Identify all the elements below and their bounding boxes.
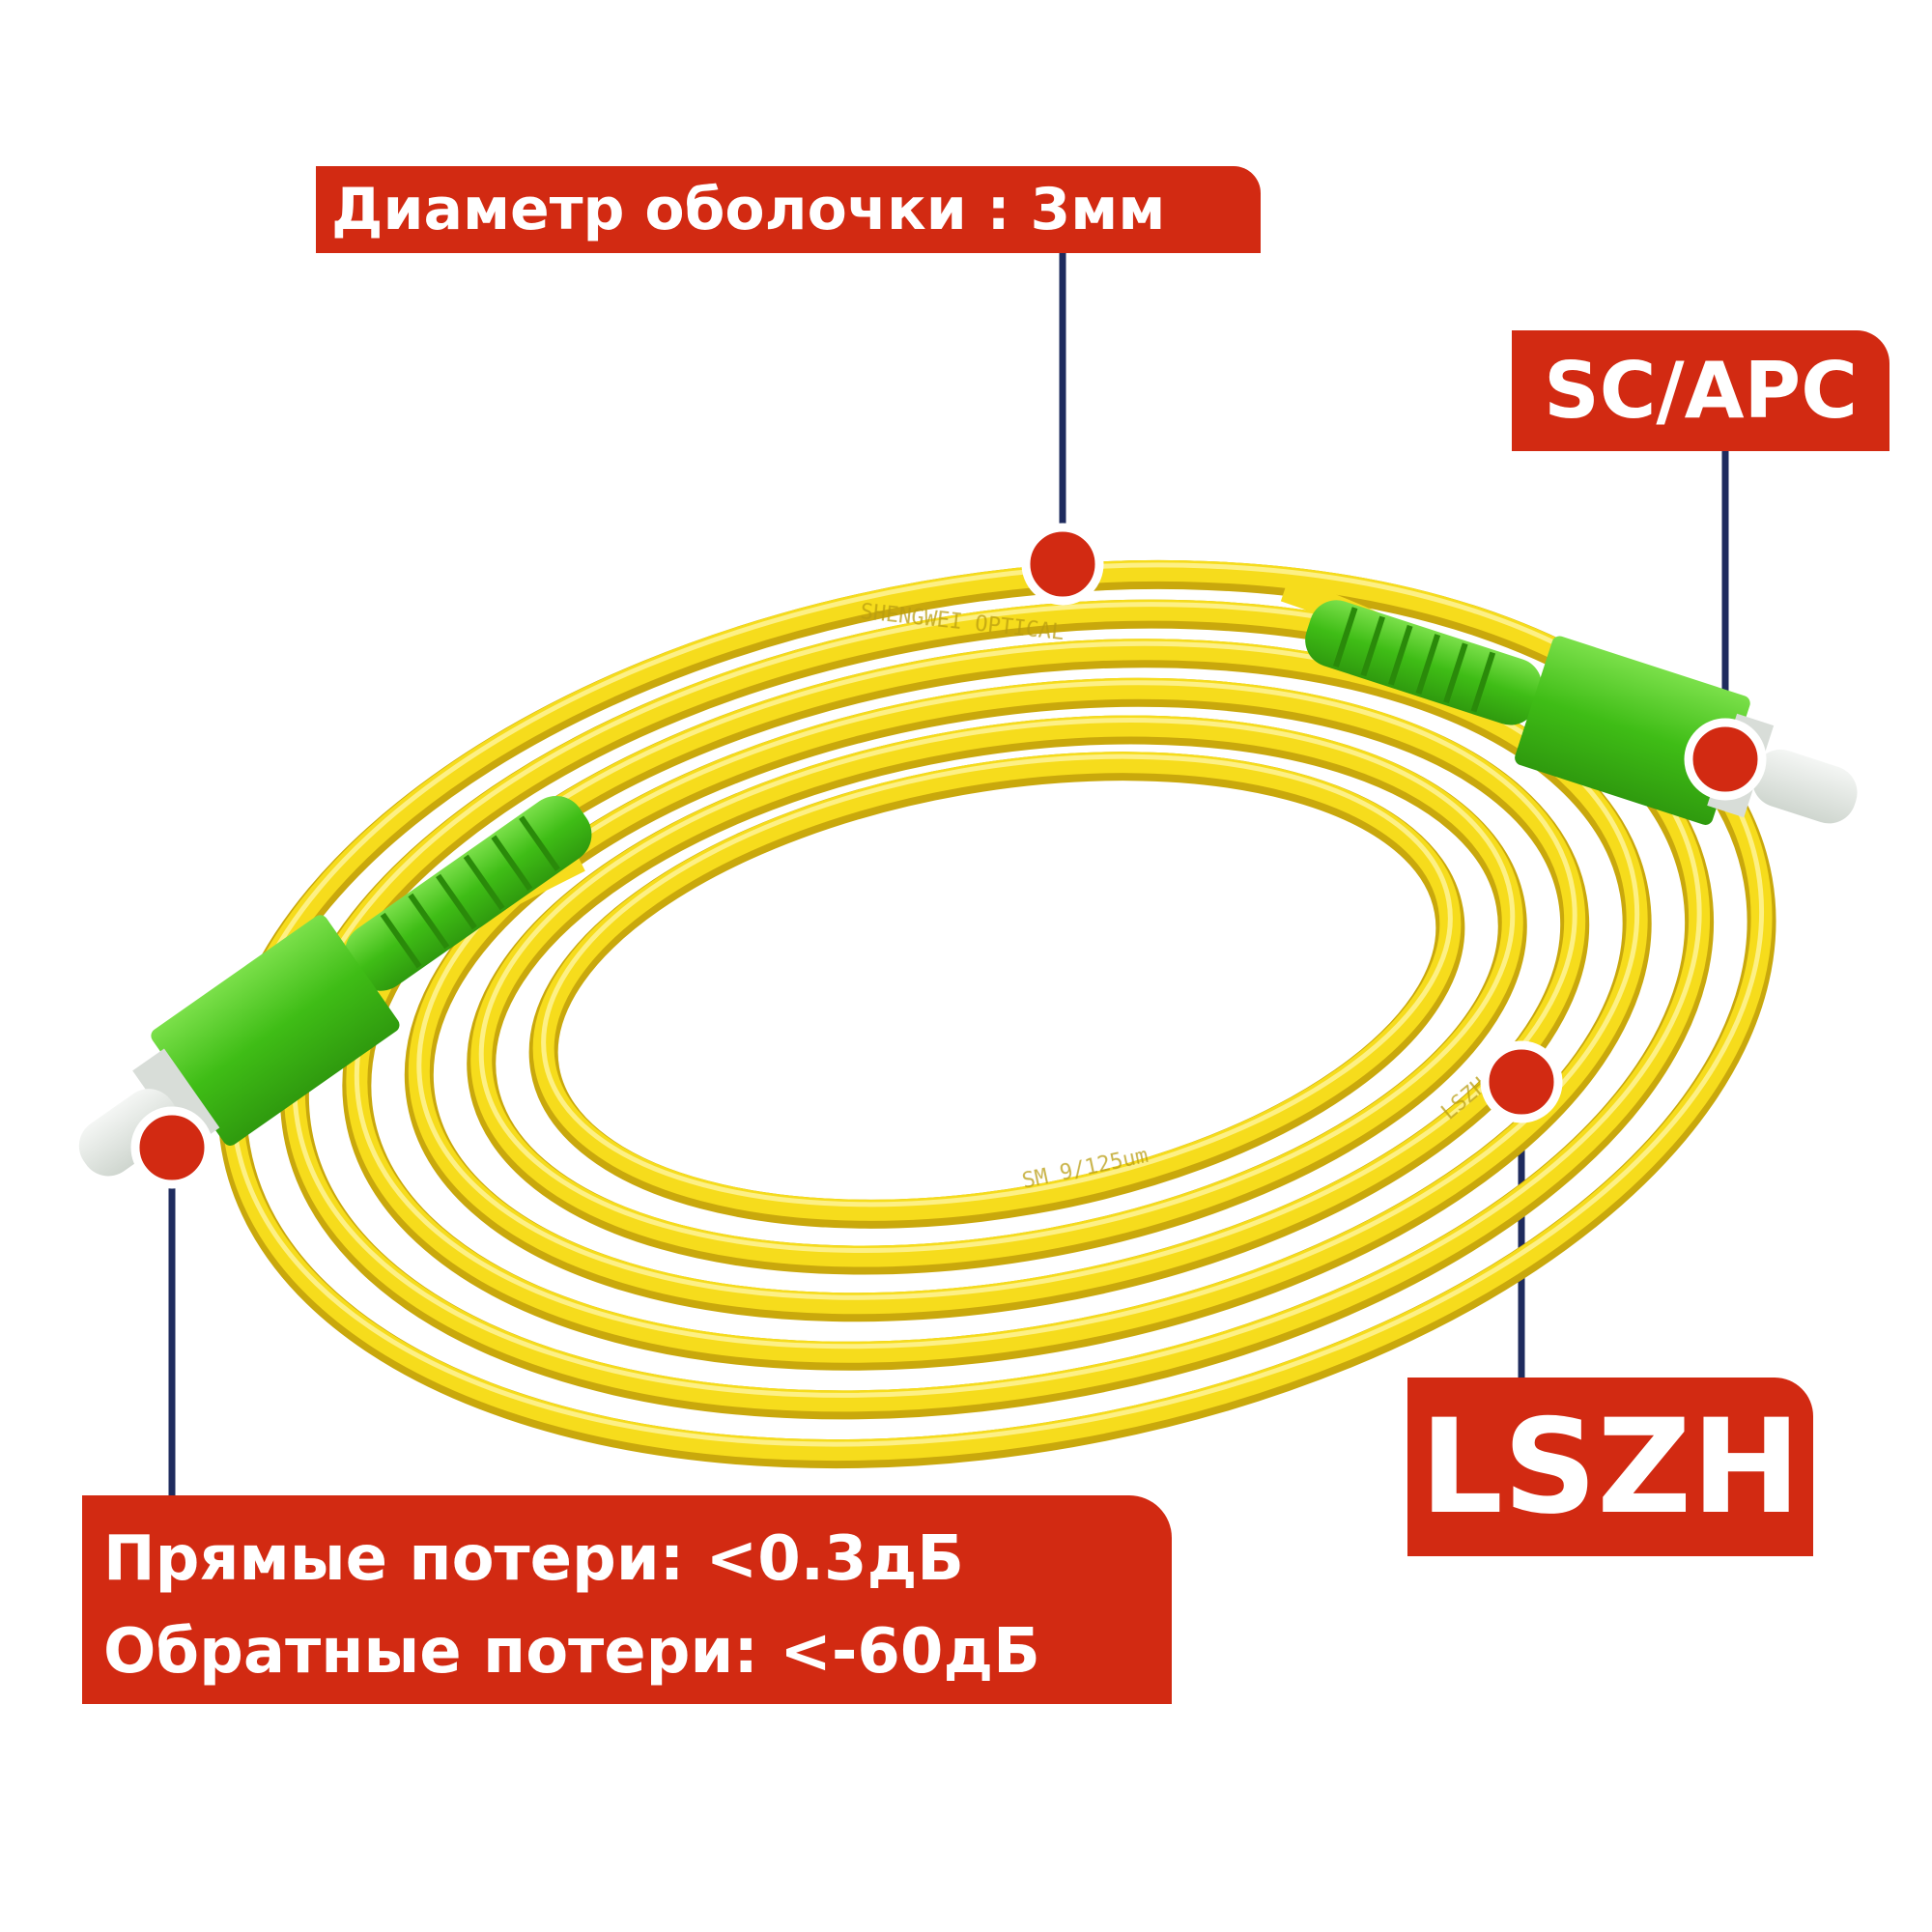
callout-jacket-material: LSZH — [1407, 1378, 1813, 1556]
ferrule-left — [78, 1089, 179, 1177]
markers — [130, 523, 1767, 1189]
red-dot-marker-icon — [1480, 1040, 1563, 1123]
connector-housing-left — [151, 915, 400, 1146]
red-dot-marker-icon — [1684, 718, 1767, 801]
insertion-loss-text: Прямые потери: <0.3дБ — [103, 1523, 965, 1595]
callout-sheath-diameter-text: Диаметр оболочки : 3мм — [331, 176, 1166, 243]
connector-boot-right — [1305, 600, 1542, 725]
cable-coil — [217, 559, 1776, 1469]
callout-jacket-material-text: LSZH — [1419, 1391, 1802, 1543]
callout-losses: Прямые потери: <0.3дБ Обратные потери: <… — [82, 1495, 1172, 1704]
red-dot-marker-icon — [1021, 523, 1104, 606]
connector-boot-left — [345, 795, 592, 991]
callout-sheath-diameter: Диаметр оболочки : 3мм — [316, 166, 1261, 253]
ferrule-right — [1751, 749, 1858, 824]
callout-connector-type-text: SC/APC — [1544, 346, 1858, 436]
return-loss-text: Обратные потери: <-60дБ — [103, 1616, 1040, 1688]
connector-left — [78, 795, 592, 1177]
callout-connector-type: SC/APC — [1512, 330, 1889, 451]
red-dot-marker-icon — [130, 1106, 213, 1189]
